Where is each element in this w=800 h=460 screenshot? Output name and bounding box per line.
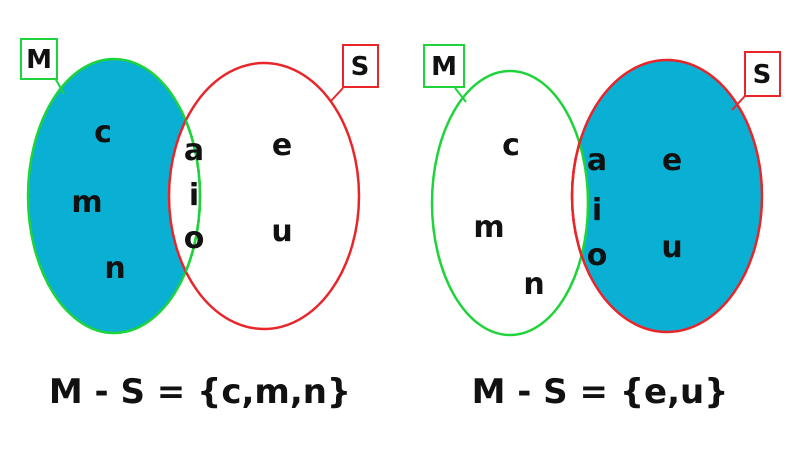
element-a: a (587, 143, 607, 178)
element-e: e (662, 143, 682, 178)
difference-formula-left: M - S = {c,m,n} (48, 372, 352, 412)
s-label-connector (329, 87, 344, 103)
element-m: m (71, 185, 102, 220)
venn-right: M S c m n a i o e u (423, 44, 781, 337)
s-arc-in-m (570, 71, 588, 334)
element-c: c (502, 128, 520, 163)
m-label-connector (54, 77, 65, 95)
element-i: i (592, 193, 602, 228)
m-label: M (431, 52, 457, 82)
m-label-box (423, 44, 465, 88)
m-label-box (20, 38, 58, 80)
m-arc-in-s (169, 63, 202, 329)
element-c: c (94, 115, 112, 150)
s-label-connector (731, 95, 746, 111)
s-label: S (753, 60, 772, 90)
element-m: m (473, 210, 504, 245)
m-circle-outline (430, 69, 590, 337)
element-u: u (661, 230, 682, 265)
element-e: e (272, 128, 292, 163)
s-circle-mask (169, 63, 359, 329)
s-label: S (351, 52, 370, 82)
difference-formula-right: M - S = {e,u} (471, 372, 729, 412)
element-n: n (104, 251, 125, 286)
element-o: o (184, 221, 205, 256)
venn-left: M S c m n a i o e u (20, 38, 379, 335)
m-circle-mask (432, 71, 588, 335)
m-label-connector (454, 87, 467, 103)
element-a: a (184, 133, 204, 168)
s-circle-fill (572, 60, 762, 332)
element-i: i (189, 178, 199, 213)
s-label-box (342, 44, 379, 88)
m-label: M (26, 45, 52, 75)
element-u: u (271, 214, 292, 249)
s-label-box (744, 51, 781, 97)
element-o: o (587, 238, 608, 273)
s-circle-outline (167, 61, 361, 331)
element-n: n (523, 267, 544, 302)
m-circle-fill (28, 59, 200, 333)
